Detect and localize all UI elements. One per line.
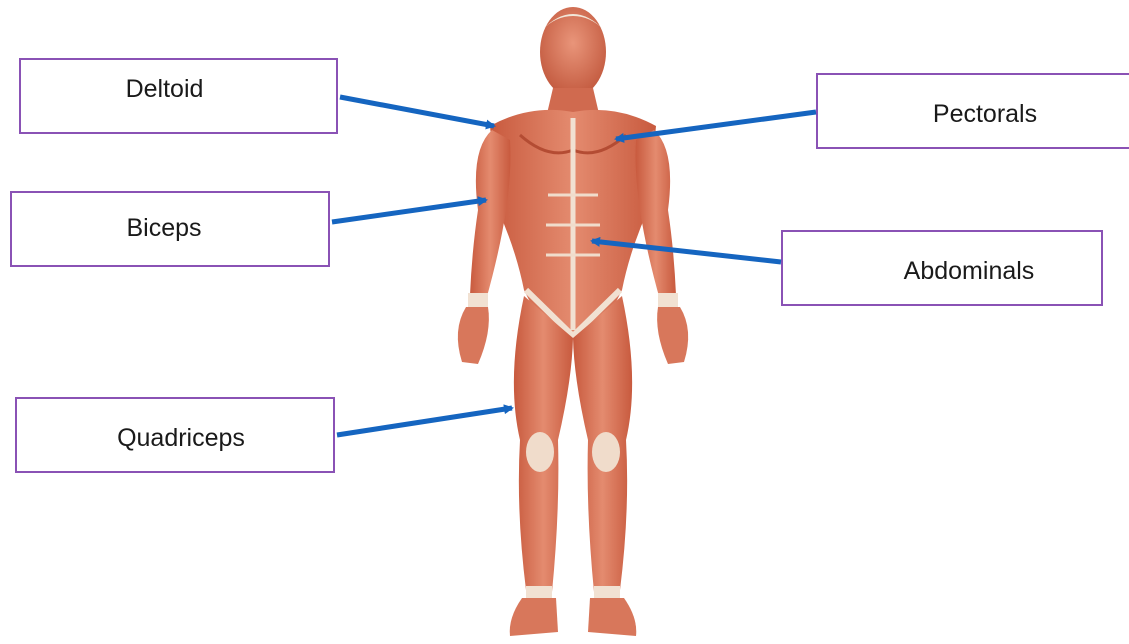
label-biceps: Biceps xyxy=(126,214,201,243)
label-box-biceps: Biceps xyxy=(10,191,330,267)
label-box-quadriceps: Quadriceps xyxy=(15,397,335,473)
label-deltoid: Deltoid xyxy=(126,75,204,104)
figure-body xyxy=(458,7,688,636)
label-box-deltoid: Deltoid xyxy=(19,58,338,134)
label-abdominals: Abdominals xyxy=(904,257,1035,286)
label-pectorals: Pectorals xyxy=(933,100,1037,129)
label-quadriceps: Quadriceps xyxy=(117,424,245,453)
label-box-pectorals: Pectorals xyxy=(816,73,1129,149)
label-box-abdominals: Abdominals xyxy=(781,230,1103,306)
